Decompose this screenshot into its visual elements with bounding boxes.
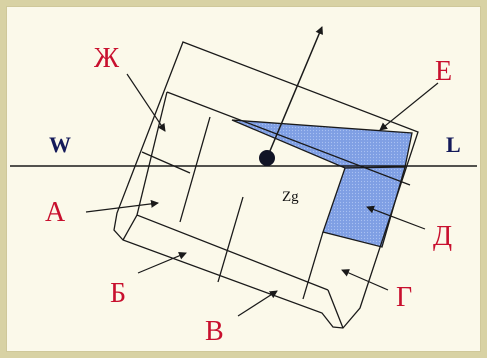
label-v: В [205, 316, 224, 347]
label-zh: Ж [94, 43, 120, 74]
pointer-zh [126, 73, 166, 132]
center-point [259, 150, 275, 166]
hull-outline [113, 41, 419, 329]
pointer-g [341, 269, 389, 291]
left-inner-wall [136, 91, 168, 216]
shaded-compartment-d [322, 166, 406, 248]
pointer-v [237, 290, 278, 317]
b-v-divider [217, 196, 244, 283]
label-l: L [446, 132, 461, 157]
label-a: А [45, 197, 66, 228]
pointer-b [137, 252, 187, 274]
pointer-a [85, 199, 159, 213]
label-w: W [49, 132, 71, 157]
bottom-inner-line [122, 214, 329, 291]
label-g: Г [396, 282, 412, 313]
pointer-d [366, 205, 426, 230]
top-deck-line [166, 91, 411, 186]
vertical-axis-arrow [266, 26, 323, 159]
label-e: Е [435, 56, 452, 87]
label-zg: Zg [282, 189, 299, 205]
zh-floor-line [141, 151, 191, 174]
g-wall [302, 231, 324, 300]
label-b: Б [110, 278, 126, 309]
central-wall [179, 116, 211, 223]
bottom-right-bevel [327, 289, 344, 329]
pointer-e [379, 82, 439, 131]
label-d: Д [433, 221, 452, 252]
